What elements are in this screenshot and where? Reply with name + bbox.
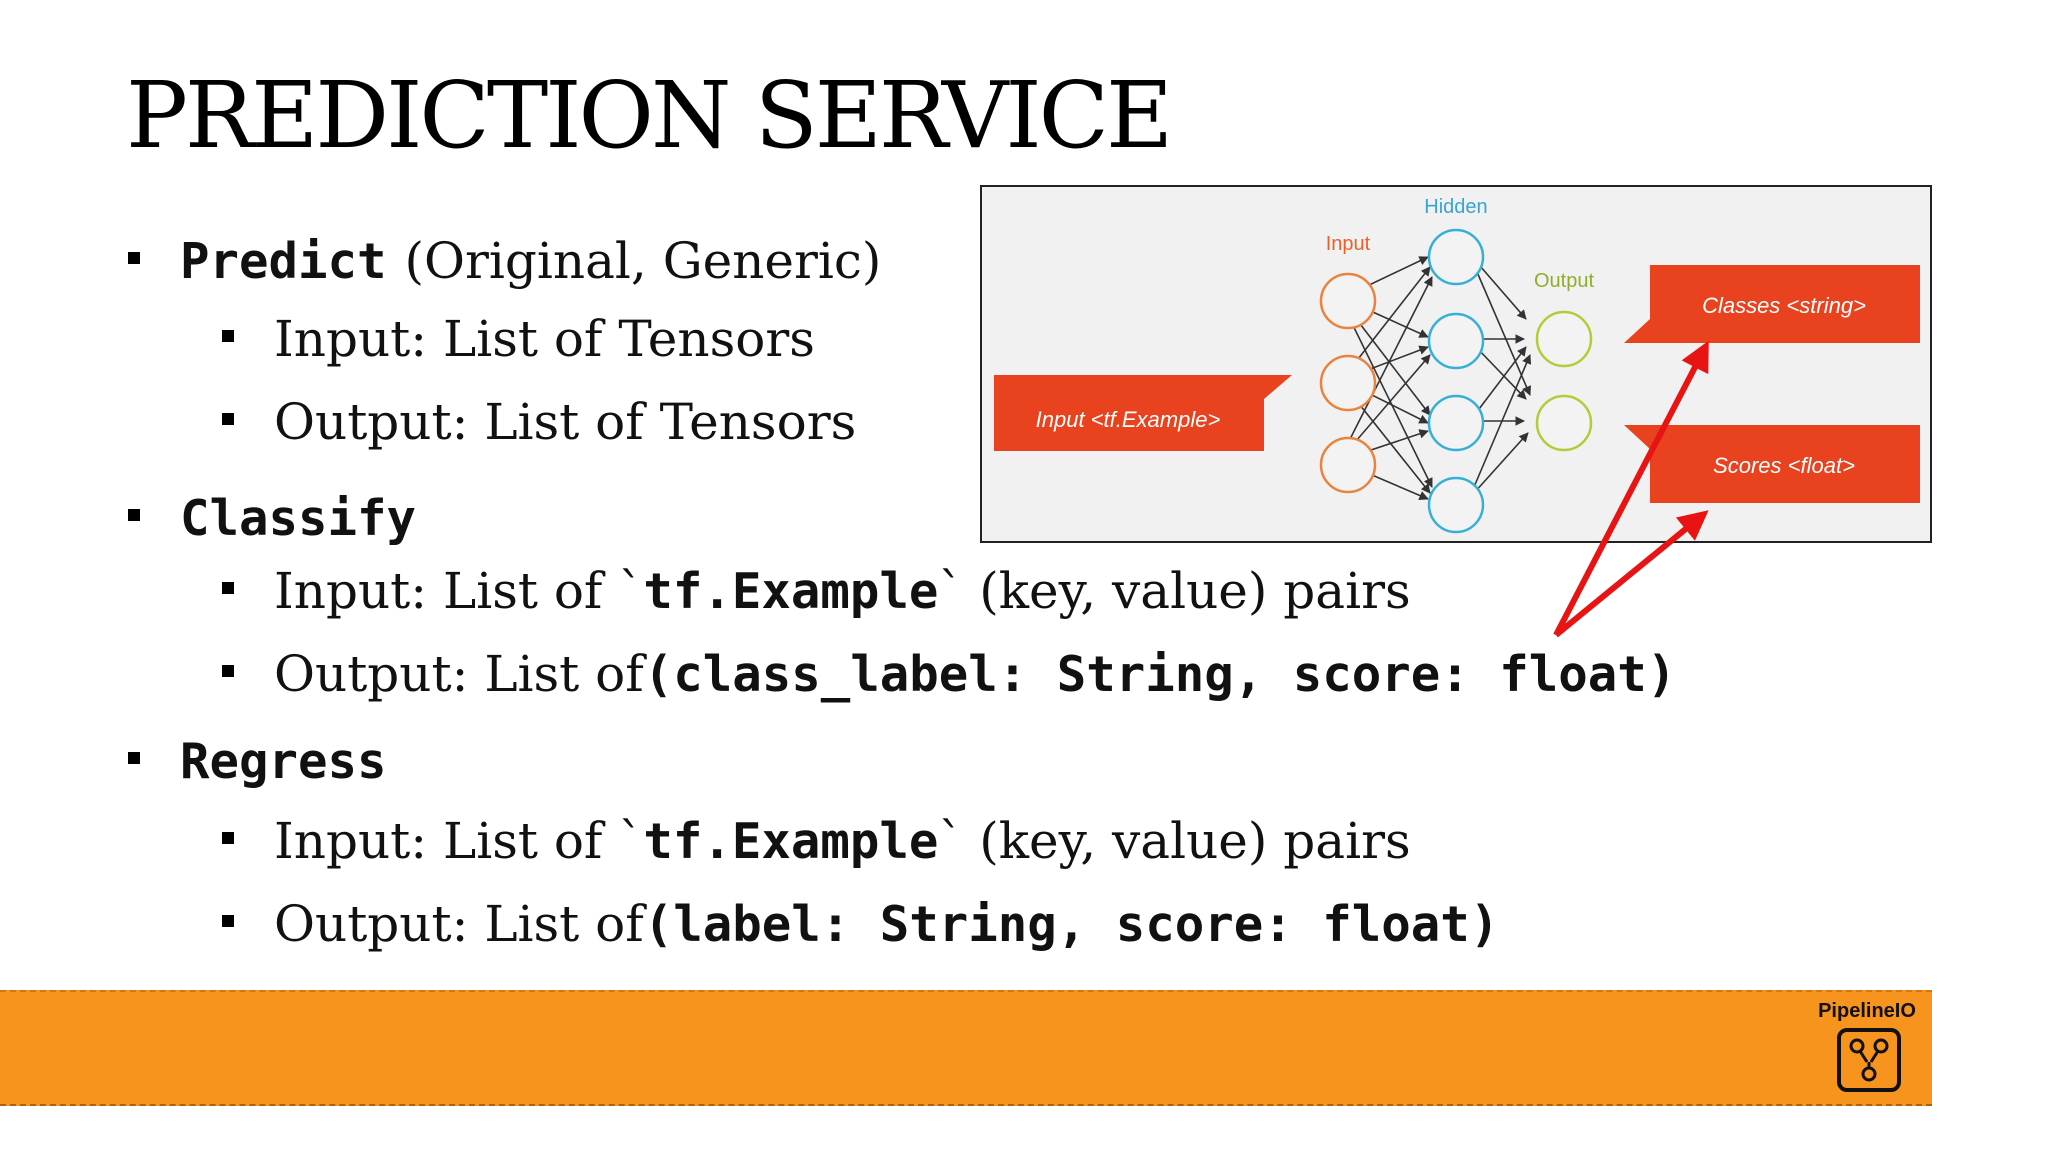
list-item: Output: List of (class_label: String, sc… bbox=[222, 645, 1676, 703]
list-item: Input: List of Tensors bbox=[222, 310, 815, 368]
bullet-icon bbox=[128, 252, 140, 264]
list-item: Output: List of (label: String, score: f… bbox=[222, 895, 1499, 953]
classes-box-shape bbox=[1624, 265, 1920, 343]
footer-banner: PipelineIO bbox=[0, 990, 1932, 1106]
input-box-label: Input <tf.Example> bbox=[1036, 407, 1221, 432]
neural-network-diagram: Hidden Input Output Input <tf.Example> C… bbox=[980, 185, 1932, 543]
output-nodes bbox=[1535, 310, 1593, 452]
list-item: Output: List of Tensors bbox=[222, 393, 856, 451]
input-nodes bbox=[1319, 272, 1377, 494]
bullet-icon bbox=[222, 413, 234, 425]
hidden-nodes bbox=[1427, 228, 1485, 534]
network-svg: Hidden Input Output Input <tf.Example> C… bbox=[994, 196, 1920, 534]
pipeline-icon bbox=[1837, 1028, 1901, 1092]
list-item: Input: List of ` tf.Example ` (key, valu… bbox=[222, 562, 1411, 620]
bullet-icon bbox=[222, 832, 234, 844]
bullet-icon bbox=[128, 752, 140, 764]
list-item: Regress bbox=[128, 733, 387, 790]
slide-title: PREDICTION SERVICE bbox=[126, 62, 1173, 169]
logo-text: PipelineIO bbox=[1818, 1000, 1916, 1022]
bullet-icon bbox=[222, 665, 234, 677]
list-item: Predict (Original, Generic) bbox=[128, 232, 881, 290]
bullet-icon bbox=[128, 509, 140, 521]
bullet-icon bbox=[222, 330, 234, 342]
scores-box-label: Scores <float> bbox=[1713, 453, 1855, 478]
pipelineio-logo: PipelineIO bbox=[1802, 1000, 1932, 1100]
output-label: Output bbox=[1534, 270, 1594, 292]
input-box-shape bbox=[994, 375, 1292, 451]
bullet-icon bbox=[222, 915, 234, 927]
hidden-label: Hidden bbox=[1424, 196, 1487, 218]
list-item: Classify bbox=[128, 490, 416, 547]
hidden-output-connections bbox=[1473, 258, 1532, 494]
classes-box-label: Classes <string> bbox=[1702, 293, 1866, 318]
bullet-icon bbox=[222, 582, 234, 594]
list-item: Input: List of ` tf.Example ` (key, valu… bbox=[222, 812, 1411, 870]
input-label: Input bbox=[1326, 233, 1371, 255]
